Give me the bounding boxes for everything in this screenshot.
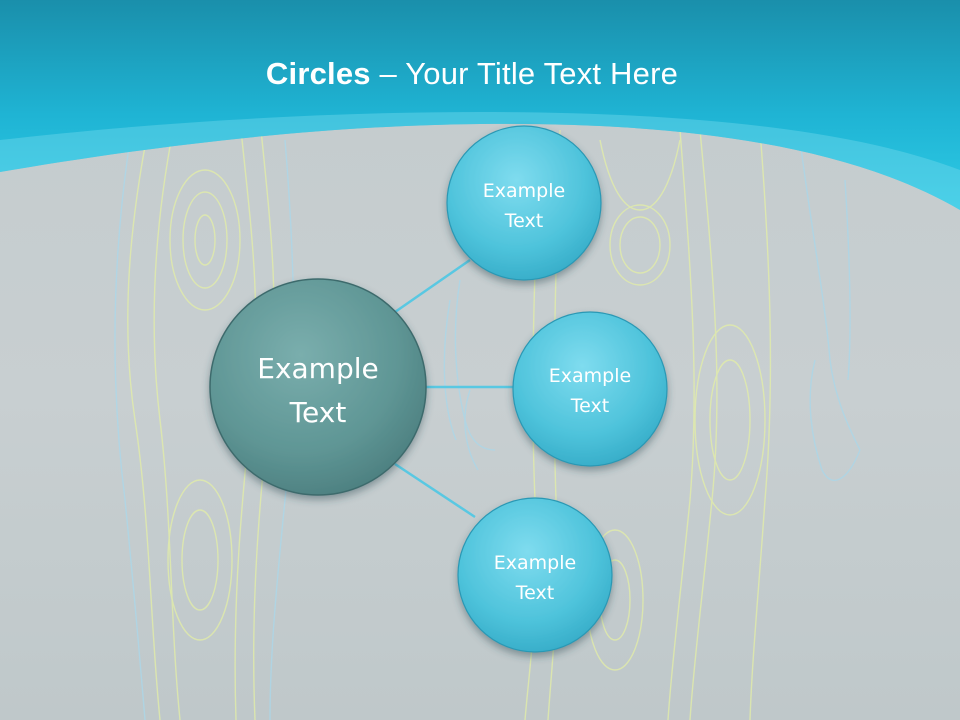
center-text-line1: Example [257,352,378,385]
node-middle-line1: Example [549,365,631,387]
slide-title-bold: Circles [265,56,371,91]
node-top-line1: Example [483,180,565,202]
slide-title: Circles – Your Title Text Here [0,56,944,92]
slide-title-rest: – Your Title Text Here [370,56,679,91]
center-text-line2: Text [289,396,347,429]
node-circle-bottom: Example Text [457,497,613,653]
node-bottom-line1: Example [494,552,576,574]
connectors [394,258,515,519]
node-circle-top: Example Text [446,125,602,281]
node-bottom-line2: Text [515,582,554,604]
connector-top [394,258,471,314]
node-middle-line2: Text [570,395,609,417]
node-circle-middle: Example Text [512,311,668,467]
node-top-line2: Text [504,210,543,232]
connector-bottom [394,462,476,519]
header-band [0,0,960,210]
center-circle: Example Text [209,278,427,496]
